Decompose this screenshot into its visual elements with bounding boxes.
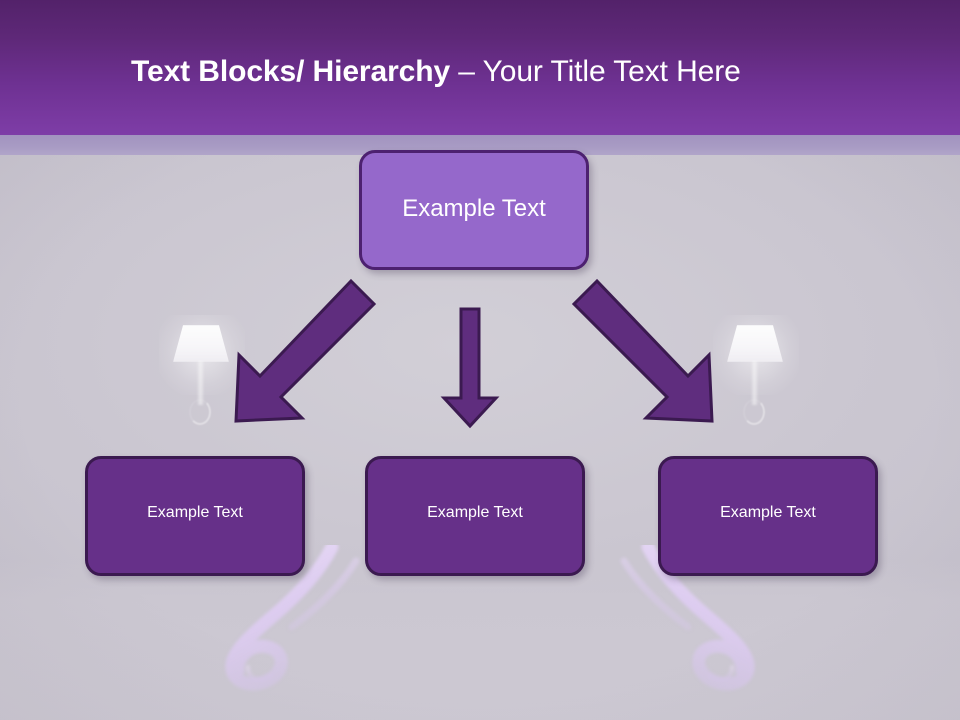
slide-header [0,0,960,135]
page-title-light: – Your Title Text Here [458,55,741,88]
node-child-3-label: Example Text [720,504,816,521]
background-floor [0,560,960,720]
node-top-label: Example Text [402,195,546,222]
lamp-shade [727,325,783,362]
page-title-bold: Text Blocks/ Hierarchy [131,55,459,88]
lamp-hook [189,399,211,425]
node-child-1-label: Example Text [147,504,243,521]
lamp-hook [743,399,765,425]
node-child-3[interactable]: Example Text [658,456,878,576]
lamp-shade [173,325,229,362]
header-accent-band [0,135,960,155]
node-top[interactable]: Example Text [359,150,589,270]
lamp-stem [197,361,204,405]
node-child-2-label: Example Text [427,504,523,521]
node-child-1[interactable]: Example Text [85,456,305,576]
node-child-2[interactable]: Example Text [365,456,585,576]
lamp-stem [751,361,758,405]
page-title: Text Blocks/ Hierarchy – Your Title Text… [131,53,741,91]
